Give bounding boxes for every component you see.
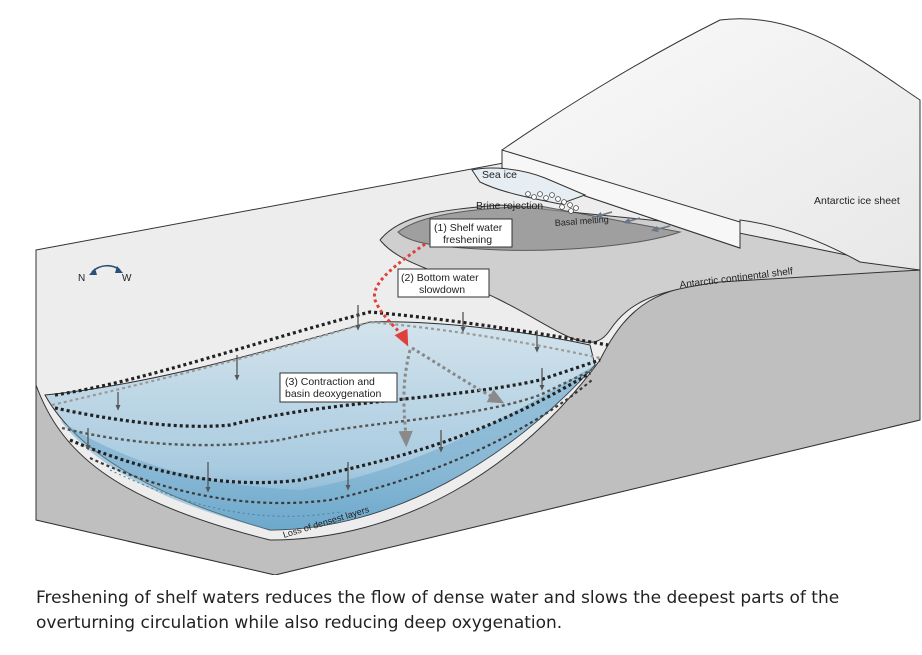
- contraction-arrows: [85, 305, 545, 493]
- compass-n-label: N: [78, 273, 85, 284]
- ice-shelf-front: [501, 149, 741, 249]
- callout-contraction-deoxygenation: (3) Contraction and basin deoxygenation: [279, 372, 398, 403]
- sea-ice-label: Sea ice: [482, 169, 517, 181]
- callout-1-line-1: (1) Shelf water: [434, 222, 503, 234]
- ice-sheet-label: Antarctic ice sheet: [814, 195, 900, 207]
- basal-melting-arrows: [594, 211, 671, 233]
- callout-2-line-2: slowdown: [419, 284, 465, 296]
- brine-rejection-label: Brine rejection: [476, 200, 543, 212]
- callout-1-line-2: freshening: [443, 234, 492, 246]
- callout-3-line-2: basin deoxygenation: [285, 388, 381, 400]
- compass-w-label: W: [122, 273, 132, 284]
- seabed-terrain: [35, 269, 921, 575]
- layer-boundaries: [51, 310, 609, 517]
- freshening-arrow: [373, 242, 426, 347]
- antarctic-ice-sheet: [501, 18, 921, 271]
- figure-caption: Freshening of shelf waters reduces the f…: [36, 588, 840, 633]
- ocean-overturning-diagram: N W Sea ice Brine rejection Basal meltin…: [35, 18, 921, 575]
- callout-3-line-1: (3) Contraction and: [285, 376, 375, 388]
- basal-melting-label: Basal melting: [554, 214, 609, 228]
- sea-ice-floe: [471, 167, 587, 205]
- bottom-water-pathways: [398, 346, 505, 448]
- brine-bubbles: [525, 191, 579, 214]
- callout-shelf-freshening: (1) Shelf water freshening: [429, 218, 513, 248]
- callout-bottom-water-slowdown: (2) Bottom water slowdown: [397, 268, 490, 298]
- deep-layer: [60, 365, 595, 530]
- callout-2-line-1: (2) Bottom water: [401, 272, 479, 284]
- compass: N W: [78, 264, 132, 284]
